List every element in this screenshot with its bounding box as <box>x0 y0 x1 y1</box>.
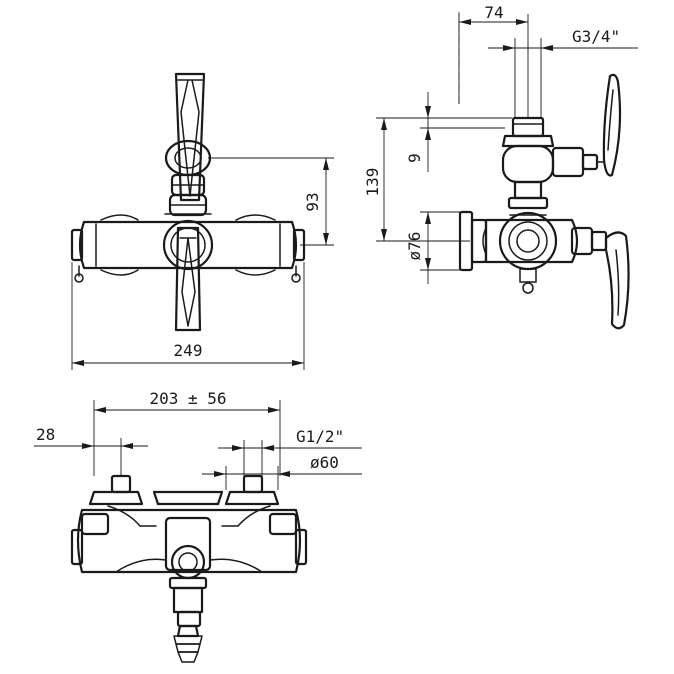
bottom-view: 203 ± 56 28 G1/2" ø60 <box>34 389 362 663</box>
dim-93: 93 <box>208 157 334 246</box>
side-bottom-lever <box>570 226 630 330</box>
label-28: 28 <box>36 425 55 444</box>
label-g12: G1/2" <box>296 427 344 446</box>
label-g34: G3/4" <box>572 27 620 46</box>
front-headpiece <box>164 173 212 217</box>
front-view: 93 249 <box>70 72 334 370</box>
dim-g12: G1/2" <box>218 427 362 476</box>
side-top-lever <box>551 73 622 178</box>
label-74: 74 <box>484 3 503 22</box>
label-203-56: 203 ± 56 <box>149 389 226 408</box>
bottom-spout <box>164 516 212 663</box>
dim-74: 74 <box>458 3 529 118</box>
dim-d60: ø60 <box>202 453 362 490</box>
side-view: 74 G3/4" 139 9 <box>363 3 638 330</box>
front-diverter-lever <box>162 219 214 332</box>
label-93: 93 <box>303 192 322 211</box>
dim-d76: ø76 <box>405 211 460 284</box>
bottom-left-inlet <box>88 474 144 506</box>
dim-g34: G3/4" <box>488 27 638 118</box>
side-top-inlet <box>501 116 555 210</box>
bottom-mixer-body <box>70 505 308 574</box>
label-9: 9 <box>405 153 424 163</box>
front-mixer-body <box>70 214 306 283</box>
label-d60: ø60 <box>310 453 339 472</box>
bottom-right-inlet <box>224 474 280 506</box>
side-mixer-body <box>458 210 579 294</box>
label-139: 139 <box>363 168 382 197</box>
dim-9: 9 <box>405 92 505 172</box>
dim-249: 249 <box>71 262 305 370</box>
label-d76: ø76 <box>405 232 424 261</box>
dim-203-56: 203 ± 56 <box>93 389 281 476</box>
bottom-center-cap <box>152 490 224 506</box>
label-249: 249 <box>174 341 203 360</box>
dim-28: 28 <box>34 425 148 476</box>
dim-139: 139 <box>363 117 512 242</box>
